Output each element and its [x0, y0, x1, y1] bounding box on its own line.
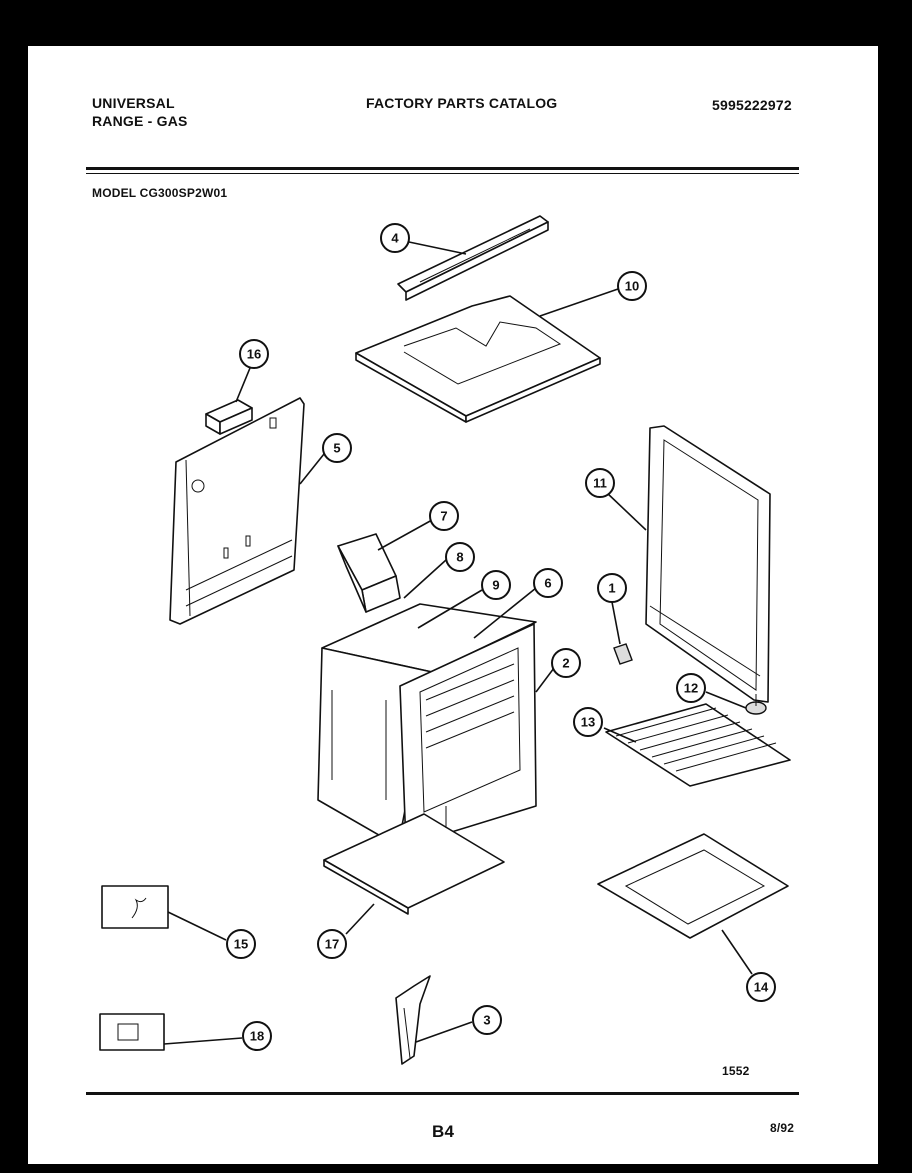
svg-text:12: 12: [684, 681, 698, 696]
svg-text:4: 4: [391, 231, 399, 246]
svg-text:6: 6: [544, 576, 551, 591]
callout-8: 8: [445, 542, 475, 572]
catalog-title: FACTORY PARTS CATALOG: [366, 95, 558, 111]
leader-lines: [163, 241, 753, 1045]
callout-13: 13: [573, 707, 603, 737]
drawing-number: 1552: [722, 1064, 750, 1078]
callout-15: 15: [226, 929, 256, 959]
part-top-panel: [355, 295, 601, 423]
callout-11: 11: [585, 468, 615, 498]
brand-line-2: RANGE - GAS: [92, 113, 188, 129]
callout-1: 1: [597, 573, 627, 603]
svg-text:15: 15: [234, 937, 248, 952]
callout-5: 5: [322, 433, 352, 463]
svg-text:3: 3: [483, 1013, 490, 1028]
footer-rule: [86, 1092, 799, 1095]
part-door-frame: [645, 425, 771, 703]
part-bottom-panel: [323, 806, 505, 915]
part-clip: [613, 643, 633, 665]
svg-text:11: 11: [593, 476, 607, 491]
part-oven-rack: [605, 703, 791, 787]
page-number: B4: [432, 1122, 455, 1141]
part-oven-body: [317, 603, 537, 847]
svg-text:5: 5: [333, 441, 340, 456]
svg-text:17: 17: [325, 937, 339, 952]
callout-14: 14: [746, 972, 776, 1002]
svg-text:1: 1: [608, 581, 615, 596]
svg-text:7: 7: [440, 509, 447, 524]
svg-text:14: 14: [754, 980, 769, 995]
revision-date: 8/92: [770, 1121, 795, 1135]
callout-12: 12: [676, 673, 706, 703]
callout-9: 9: [481, 570, 511, 600]
part-broiler-pan: [597, 833, 789, 939]
callout-10: 10: [617, 271, 647, 301]
part-side-panel: [169, 397, 305, 625]
callout-2: 2: [551, 648, 581, 678]
model-label: MODEL CG300SP2W01: [92, 186, 228, 200]
callout-16: 16: [239, 339, 269, 369]
callout-4: 4: [380, 223, 410, 253]
svg-text:16: 16: [247, 347, 261, 362]
callout-6: 6: [533, 568, 563, 598]
header-rule-thin: [86, 173, 799, 174]
part-small-block: [205, 399, 253, 435]
callout-17: 17: [317, 929, 347, 959]
callout-18: 18: [242, 1021, 272, 1051]
callout-3: 3: [472, 1005, 502, 1035]
svg-text:9: 9: [492, 578, 499, 593]
catalog-number: 5995222972: [712, 97, 792, 113]
header-rule: [86, 167, 799, 170]
callout-7: 7: [429, 501, 459, 531]
svg-text:8: 8: [456, 550, 463, 565]
part-igniter-bracket: [395, 975, 431, 1065]
part-bag-15: [101, 885, 169, 929]
part-top-bracket: [397, 215, 549, 301]
svg-text:10: 10: [625, 279, 639, 294]
svg-text:18: 18: [250, 1029, 264, 1044]
svg-text:2: 2: [562, 656, 569, 671]
part-burner-bracket: [337, 533, 401, 613]
svg-text:13: 13: [581, 715, 595, 730]
brand-line-1: UNIVERSAL: [92, 95, 175, 111]
part-bag-18: [99, 1013, 165, 1051]
